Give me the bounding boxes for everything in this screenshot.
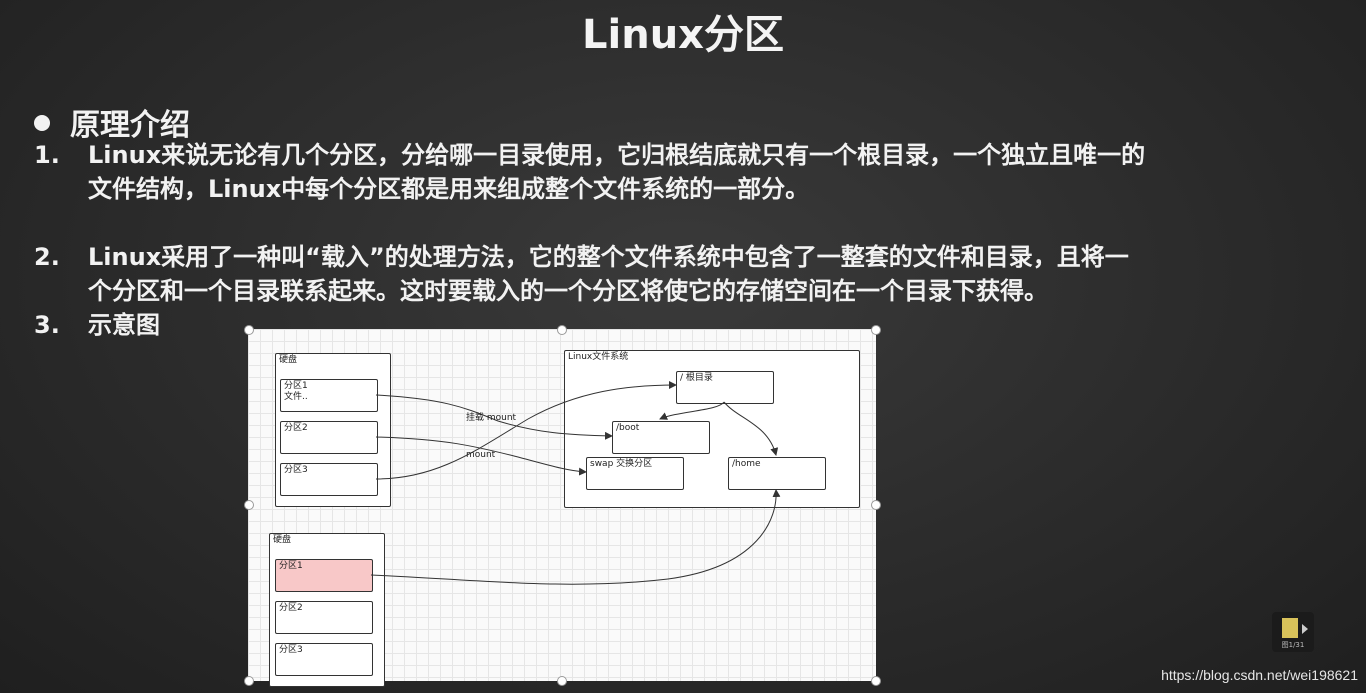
item-line: 个分区和一个目录联系起来。这时要载入的一个分区将使它的存储空间在一个目录下获得。	[88, 277, 1048, 305]
disk-2-partition-3: 分区3	[275, 643, 373, 676]
partition-diagram: 硬盘 分区1 文件.. 分区2 分区3 Linux文件系统 / 根目录 /boo…	[248, 329, 876, 687]
fs-boot-node: /boot	[612, 421, 710, 454]
disk-1-partition-2: 分区2	[280, 421, 378, 454]
edge-label-mount-1: 挂载 mount	[466, 413, 517, 423]
resize-handle-l[interactable]	[244, 500, 254, 510]
item-number: 3.	[34, 311, 60, 339]
resize-handle-tl[interactable]	[244, 325, 254, 335]
item-line: Linux来说无论有几个分区，分给哪一目录使用，它归根结底就只有一个根目录，一个…	[88, 141, 1146, 169]
linux-fs-label: Linux文件系统	[568, 352, 629, 362]
disk-2-partition-2: 分区2	[275, 601, 373, 634]
item-number: 2.	[34, 243, 60, 271]
edge-label-mount-2: mount	[466, 450, 496, 460]
bullet-dot-icon	[34, 114, 50, 131]
resize-handle-tr[interactable]	[871, 325, 881, 335]
resize-handle-bl[interactable]	[244, 676, 254, 686]
slide-title: Linux分区	[582, 12, 784, 58]
item-line: 文件结构，Linux中每个分区都是用来组成整个文件系统的一部分。	[88, 175, 810, 203]
item-line: 示意图	[88, 311, 160, 339]
fs-home-node: /home	[728, 457, 826, 490]
disk-2-label: 硬盘	[273, 535, 292, 545]
disk-1-partition-1: 分区1 文件..	[280, 379, 378, 412]
resize-handle-t[interactable]	[557, 325, 567, 335]
resize-handle-r[interactable]	[871, 500, 881, 510]
resize-handle-b[interactable]	[557, 676, 567, 686]
bullet-heading: 原理介绍	[34, 100, 190, 144]
watermark: https://blog.csdn.net/wei198621	[1161, 667, 1358, 683]
fs-swap-node: swap 交换分区	[586, 457, 684, 490]
disk-1-label: 硬盘	[279, 355, 298, 365]
media-label: 图1/31	[1281, 641, 1305, 649]
item-line: Linux采用了一种叫“载入”的处理方法，它的整个文件系统中包含了一整套的文件和…	[88, 243, 1129, 271]
bullet-text: 原理介绍	[70, 108, 190, 143]
item-number: 1.	[34, 141, 60, 169]
fs-root-node: / 根目录	[676, 371, 774, 404]
disk-1-partition-3: 分区3	[280, 463, 378, 496]
resize-handle-br[interactable]	[871, 676, 881, 686]
document-play-icon[interactable]: 图1/31	[1272, 612, 1314, 652]
disk-2-partition-1: 分区1	[275, 559, 373, 592]
